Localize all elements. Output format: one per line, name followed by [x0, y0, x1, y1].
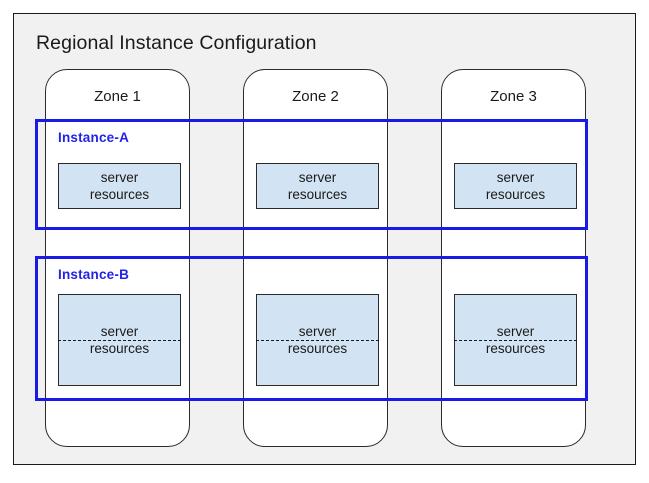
server-resources-line-2: resources [89, 187, 150, 202]
server-resources-line-2: resources [485, 187, 546, 202]
zone-column-1[interactable]: Zone 1 [45, 69, 190, 447]
server-resources-box[interactable]: server resources [454, 294, 577, 386]
split-divider-icon [256, 340, 379, 341]
server-resources-text: server resources [90, 169, 149, 203]
zone-column-3[interactable]: Zone 3 [441, 69, 586, 447]
server-resources-box[interactable]: server resources [58, 294, 181, 386]
server-resources-line-1: server [496, 170, 535, 185]
server-resources-line-2: resources [287, 187, 348, 202]
server-resources-line-1: server [100, 324, 139, 339]
server-resources-line-2: resources [89, 341, 150, 356]
zone-label-3: Zone 3 [490, 88, 537, 105]
page-title: Regional Instance Configuration [36, 32, 317, 54]
server-resources-line-1: server [496, 324, 535, 339]
server-resources-text: server resources [90, 323, 149, 357]
split-divider-icon [58, 340, 181, 341]
split-divider-icon [454, 340, 577, 341]
server-resources-text: server resources [486, 323, 545, 357]
server-resources-line-2: resources [485, 341, 546, 356]
zone-label-2: Zone 2 [292, 88, 339, 105]
server-resources-line-1: server [100, 170, 139, 185]
server-resources-box[interactable]: server resources [454, 163, 577, 209]
server-resources-box[interactable]: server resources [256, 163, 379, 209]
server-resources-text: server resources [288, 169, 347, 203]
server-resources-text: server resources [288, 323, 347, 357]
zone-column-2[interactable]: Zone 2 [243, 69, 388, 447]
server-resources-line-1: server [298, 170, 337, 185]
server-resources-text: server resources [486, 169, 545, 203]
zone-label-1: Zone 1 [94, 88, 141, 105]
server-resources-line-1: server [298, 324, 337, 339]
server-resources-box[interactable]: server resources [58, 163, 181, 209]
server-resources-box[interactable]: server resources [256, 294, 379, 386]
server-resources-line-2: resources [287, 341, 348, 356]
